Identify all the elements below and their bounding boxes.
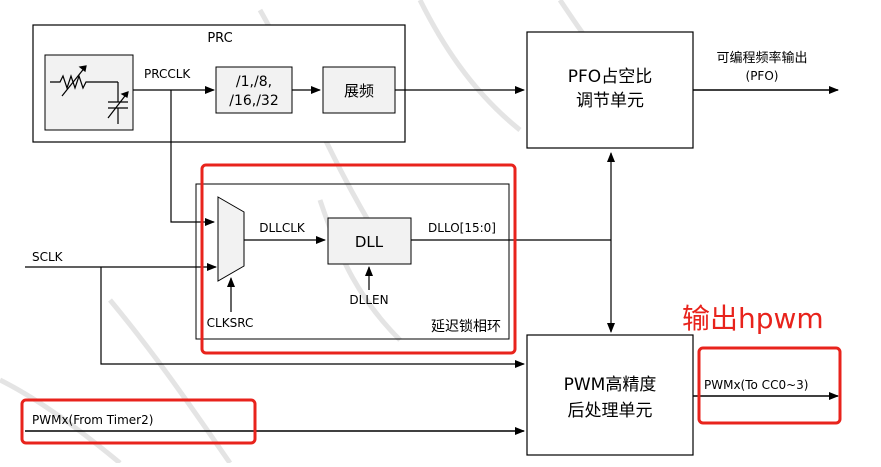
dll-block (327, 217, 412, 265)
clock-mux (217, 196, 245, 282)
pfo-output-label-line1: 可编程频率输出 (716, 50, 807, 66)
highlight-pwmx-input (20, 398, 257, 445)
pwmx-out-label: PWMx(To CC0~3) (704, 378, 808, 392)
highlight-pwmx-output (697, 346, 842, 425)
dllo-label: DLLO[15:0] (428, 221, 496, 235)
sclk-to-pwm-wire (100, 267, 525, 368)
clksrc-label: CLKSRC (207, 316, 254, 330)
dll-group-box (195, 183, 510, 340)
dllclk-label: DLLCLK (259, 221, 306, 235)
pfo-label-line1: PFO占空比 (568, 67, 652, 87)
dll-label: DLL (355, 233, 384, 251)
output-hpwm-annotation: 输出hpwm (682, 302, 824, 335)
dllen-label: DLLEN (349, 293, 388, 307)
divider-block (215, 66, 293, 114)
pwmx-in-label: PWMx(From Timer2) (32, 413, 153, 427)
dll-group-label: 延迟锁相环 (431, 319, 501, 335)
oscillator-block (44, 54, 134, 131)
pwm-block (526, 334, 694, 456)
divider-label-line2: /16,/32 (229, 93, 279, 109)
pfo-output-label-line2: (PFO) (746, 69, 779, 83)
variable-resistor-icon (50, 65, 96, 97)
pwm-label-line2: 后处理单元 (568, 401, 653, 421)
pwm-label-line1: PWM高精度 (564, 375, 657, 395)
variable-capacitor-icon (96, 81, 129, 124)
prcclk-branch-wire (170, 90, 215, 226)
pfo-label-line2: 调节单元 (576, 91, 644, 111)
prcclk-label: PRCCLK (144, 67, 191, 81)
spread-spectrum-label: 展频 (344, 82, 374, 100)
highlight-dll-group (200, 163, 517, 355)
prc-title: PRC (207, 31, 232, 46)
sclk-label: SCLK (32, 250, 64, 264)
divider-label-line1: /1,/8, (236, 74, 272, 90)
pfo-block (526, 31, 694, 149)
